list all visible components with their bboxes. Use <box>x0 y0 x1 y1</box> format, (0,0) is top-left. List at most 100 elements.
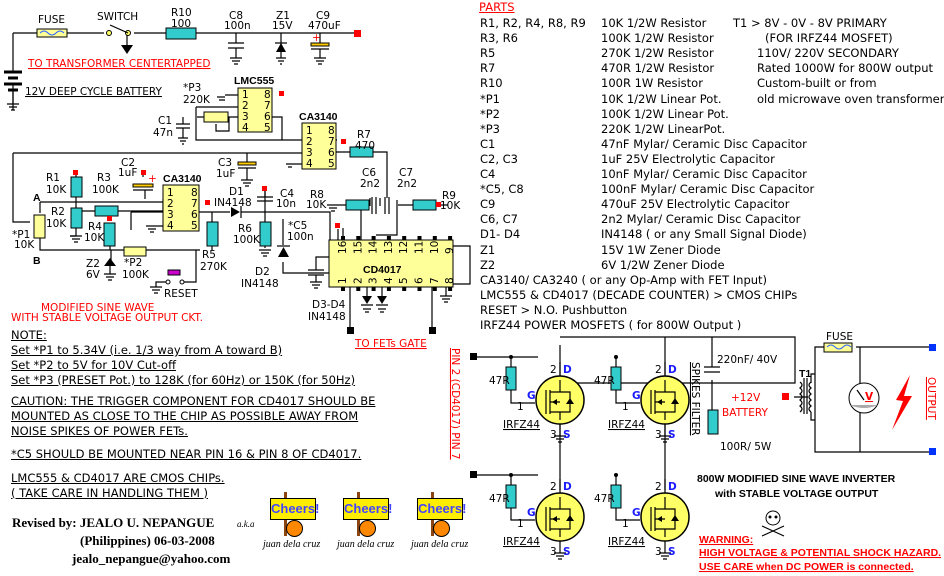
cd4017-pin <box>417 287 422 291</box>
part-desc: 100K 1/2W Linear Pot. <box>601 106 729 121</box>
part-desc: IN4148 ( or any Small Signal Diode) <box>601 227 807 242</box>
svg-text:47R: 47R <box>594 375 615 387</box>
part-ref: *P2 <box>480 106 501 121</box>
aka: a.k.a <box>237 519 255 529</box>
switch-label: SWITCH <box>97 11 138 23</box>
part-note: CA3140/ CA3240 ( or any Op-Amp with FET … <box>480 272 768 287</box>
svg-text:WARNING:: WARNING: <box>699 534 753 546</box>
svg-text:HIGH VOLTAGE & POTENTIAL SHOCK: HIGH VOLTAGE & POTENTIAL SHOCK HAZARD. <box>699 547 941 559</box>
switch-gap <box>104 30 134 36</box>
svg-text:1: 1 <box>517 518 524 530</box>
svg-text:D1: D1 <box>229 186 244 198</box>
part-ref: R3, R6 <box>480 31 518 46</box>
svg-text:R7: R7 <box>357 129 371 141</box>
part-ref: C6, C7 <box>480 212 519 227</box>
svg-text:1: 1 <box>622 518 629 530</box>
svg-text:6: 6 <box>264 111 271 123</box>
svg-text:CD4017: CD4017 <box>363 264 402 276</box>
ca3140-lower-chip <box>162 184 200 232</box>
t1-spec: old microwave oven transformer <box>757 91 944 106</box>
svg-text:G: G <box>527 390 536 402</box>
svg-text:47R: 47R <box>489 493 510 505</box>
svg-text:+12V: +12V <box>731 392 761 404</box>
zener-z1-icon <box>276 43 286 52</box>
svg-text:R5: R5 <box>202 249 216 261</box>
svg-text:6: 6 <box>191 209 198 221</box>
svg-text:D: D <box>563 481 572 493</box>
part-ref: Z1 <box>480 242 496 257</box>
svg-text:R2: R2 <box>51 206 65 218</box>
t1-spec: Custom-built or from <box>757 76 877 91</box>
transformer-t1-icon <box>799 373 815 421</box>
svg-text:8: 8 <box>191 187 198 199</box>
svg-text:10K: 10K <box>14 239 35 251</box>
svg-text:1: 1 <box>167 187 174 199</box>
to-fets-gate-label: TO FETs GATE <box>354 338 427 350</box>
svg-text:1: 1 <box>242 89 249 101</box>
svg-text:Z1: Z1 <box>276 10 290 22</box>
svg-text:10K: 10K <box>440 200 461 212</box>
cd4017-pin-number: 7 <box>429 277 441 284</box>
caution-line: NOISE SPIKES OF POWER FETs. <box>11 424 188 438</box>
svg-text:1: 1 <box>622 401 629 413</box>
reset-button[interactable] <box>167 269 181 276</box>
svg-text:10K: 10K <box>84 232 105 244</box>
part-ref: *C5, C8 <box>480 182 524 197</box>
cd4017-pin <box>417 236 422 240</box>
revised-by: Revised by: JEALO U. NEPANGUE <box>12 515 215 530</box>
svg-text:3: 3 <box>306 147 313 159</box>
mosfet-label: IRFZ44 <box>503 419 540 431</box>
svg-text:A: A <box>33 192 41 204</box>
svg-text:Z2: Z2 <box>86 258 100 270</box>
cd4017-pin <box>448 287 453 291</box>
part-desc: 270K 1/2W Resistor <box>601 46 714 61</box>
part-note: RESET > N.O. Pushbutton <box>480 302 628 317</box>
capacitor-c3 <box>237 161 257 166</box>
svg-text:G: G <box>632 507 641 519</box>
gate-resistor <box>610 484 622 509</box>
reset-label: RESET <box>164 288 198 300</box>
to-transformer-label: TO TRANSFORMER CENTERTAPPED <box>27 58 211 70</box>
mosfet-icon <box>535 492 585 542</box>
svg-text:1uF: 1uF <box>216 168 235 180</box>
svg-text:IN4148: IN4148 <box>308 311 346 323</box>
capacitor-c2 <box>132 183 154 188</box>
svg-text:8: 8 <box>264 89 271 101</box>
inverter-subtitle: with STABLE VOLTAGE OUTPUT <box>714 488 879 500</box>
svg-text:7: 7 <box>191 198 198 210</box>
cd4017-pin <box>341 287 345 291</box>
svg-text:C2: C2 <box>121 157 135 169</box>
resistor-r9 <box>412 199 437 211</box>
cd4017-pin <box>432 287 437 291</box>
svg-text:D: D <box>668 481 677 493</box>
svg-text:5: 5 <box>328 158 335 170</box>
svg-text:*P1: *P1 <box>12 229 30 241</box>
cd4017-pin <box>402 236 407 240</box>
svg-text:R8: R8 <box>310 189 324 201</box>
cd4017-pin-number: 16 <box>337 240 349 254</box>
svg-text:1: 1 <box>306 125 313 137</box>
note-line: ( TAKE CARE IN HANDLING THEM ) <box>11 486 209 500</box>
svg-text:7: 7 <box>264 100 271 112</box>
svg-text:D: D <box>668 364 677 376</box>
output-fuse-icon <box>823 342 853 353</box>
cd4017-pin <box>448 236 453 240</box>
cd4017-pin-number: 12 <box>398 241 410 254</box>
cheers-caption: juan dela cruz <box>337 539 395 550</box>
cheers-image: Cheers! <box>417 492 466 537</box>
note-title: NOTE: <box>11 328 47 342</box>
svg-text:2: 2 <box>655 481 662 493</box>
place-date: (Philippines) 06-03-2008 <box>80 533 215 548</box>
cd4017-pin-number: 9 <box>444 247 456 254</box>
output-terminal <box>929 344 936 351</box>
diode-d2-icon <box>278 247 289 257</box>
power-stage: V 220nF/ 40V 100R/ 5W +12V BATTERY T1 FU… <box>449 331 941 573</box>
mosfet-icon <box>640 375 690 425</box>
cd4017-pin-number: 10 <box>429 241 441 254</box>
